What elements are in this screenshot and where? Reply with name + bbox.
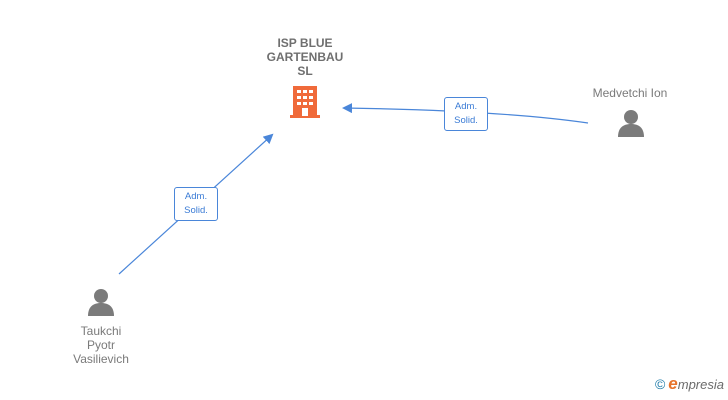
- role-line: Adm.: [184, 191, 208, 202]
- brand-footer[interactable]: ©empresia: [655, 374, 724, 394]
- company-name[interactable]: ISP BLUE GARTENBAU SL: [266, 36, 344, 78]
- role-badge: Adm. Solid.: [174, 187, 218, 221]
- role-badge: Adm. Solid.: [444, 97, 488, 131]
- role-line: Adm.: [454, 101, 478, 112]
- role-line: Solid.: [184, 205, 208, 216]
- edge-medvetchi-to-company: [342, 103, 589, 124]
- copyright-icon: ©: [654, 376, 666, 392]
- person-name[interactable]: Medvetchi Ion: [592, 86, 668, 100]
- person-node-medvetchi[interactable]: Medvetchi Ion: [575, 86, 685, 100]
- brand-initial: e: [668, 374, 678, 393]
- role-line: Solid.: [454, 115, 478, 126]
- person-name[interactable]: Taukchi Pyotr Vasilievich: [73, 324, 129, 366]
- person-icon[interactable]: [618, 110, 644, 137]
- company-node[interactable]: ISP BLUE GARTENBAU SL: [255, 36, 355, 78]
- brand-name: mpresia: [677, 377, 724, 392]
- person-node-taukchi[interactable]: Taukchi Pyotr Vasilievich: [46, 324, 156, 366]
- building-icon[interactable]: [290, 86, 320, 118]
- person-icon[interactable]: [88, 289, 114, 316]
